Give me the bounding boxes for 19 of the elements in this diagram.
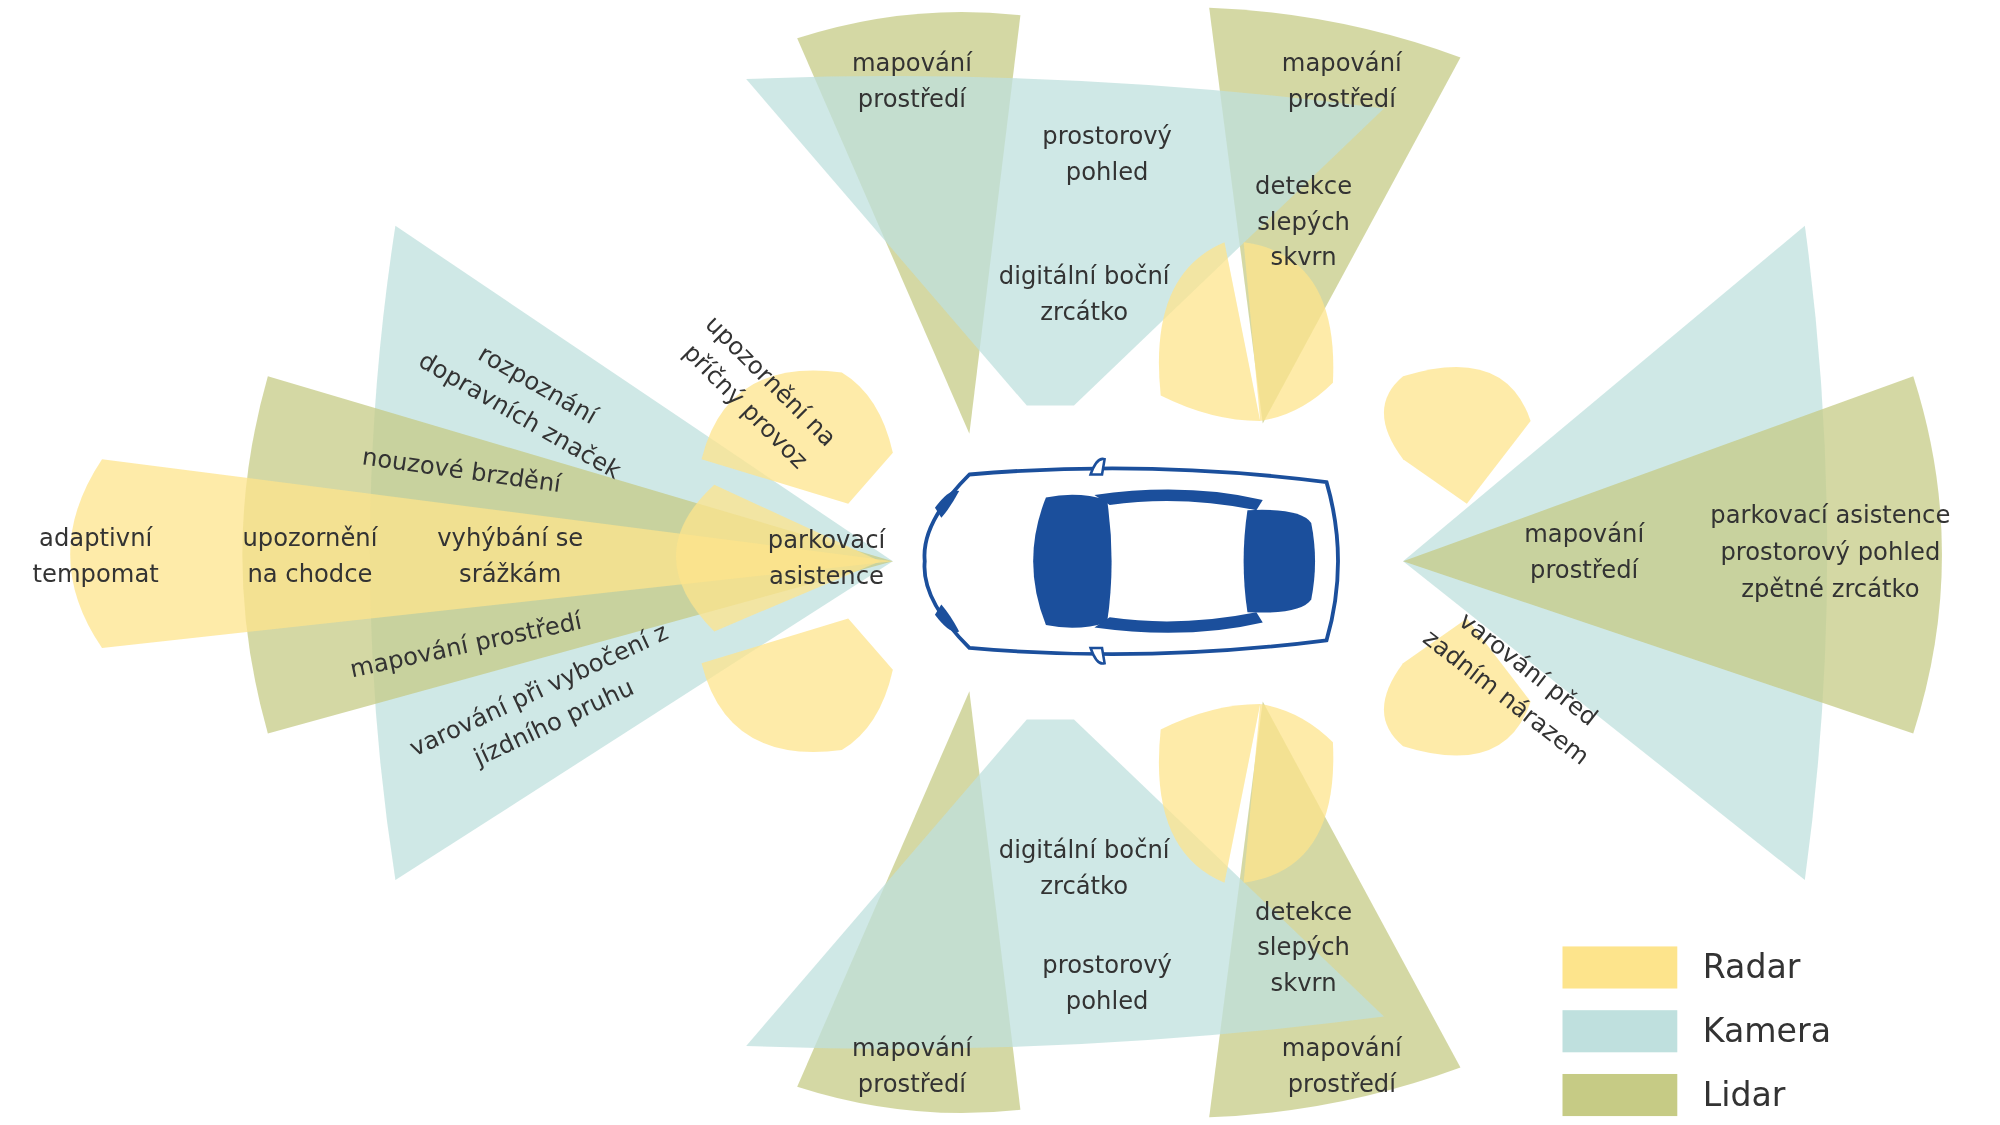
feature-label: detekce slepých skvrn [1254, 169, 1354, 273]
feature-label: mapování prostředí [851, 47, 974, 115]
feature-label: digitální boční zrcátko [997, 260, 1171, 328]
feature-label: adaptivní tempomat [31, 521, 160, 589]
feature-label: upozornění na chodce [241, 521, 379, 589]
legend-label: Radar [1702, 946, 1801, 988]
feature-label: zpětné zrcátko [1740, 573, 1921, 605]
feature-label: prostorový pohled [1041, 949, 1173, 1017]
feature-label: digitální boční zrcátko [997, 834, 1171, 902]
feature-label: prostorový pohled [1041, 120, 1173, 187]
legend-label: Kamera [1702, 1010, 1831, 1052]
feature-label: detekce slepých skvrn [1254, 895, 1354, 999]
legend-label: Lidar [1702, 1074, 1786, 1116]
feature-label: mapování prostředí [1280, 47, 1403, 115]
feature-label: mapování prostředí [851, 1032, 974, 1099]
feature-label: vyhýbání se srážkám [436, 521, 585, 589]
feature-label: mapování prostředí [1280, 1032, 1403, 1099]
feature-label: prostorový pohled [1719, 536, 1942, 568]
feature-label: mapování prostředí [1523, 518, 1646, 585]
